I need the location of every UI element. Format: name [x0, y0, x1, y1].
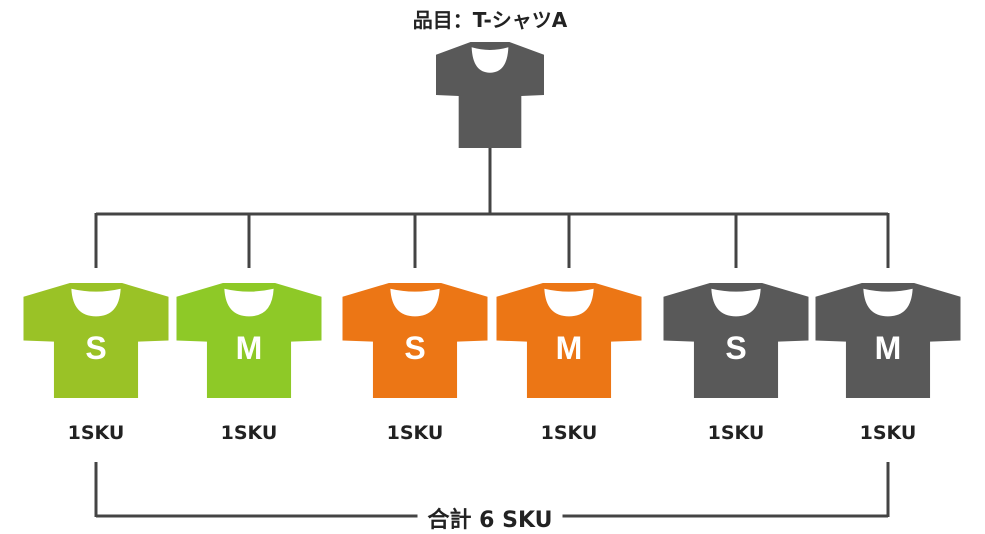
- variant-sku-label: 1SKU: [859, 422, 917, 444]
- tshirt-icon: [815, 283, 961, 398]
- tshirt-icon: [436, 42, 544, 148]
- tshirt-icon: [342, 283, 488, 398]
- tshirt-icon: [176, 283, 322, 398]
- tshirt-icon: [496, 283, 642, 398]
- size-label: M: [236, 330, 263, 366]
- size-label: S: [85, 330, 106, 366]
- tshirt-icon: [23, 283, 169, 398]
- variant-sku-label: 1SKU: [540, 422, 598, 444]
- variant-sku-label: 1SKU: [707, 422, 765, 444]
- size-label: S: [725, 330, 746, 366]
- size-label: S: [404, 330, 425, 366]
- item-title: 品目：T-シャツA: [412, 8, 568, 32]
- size-label: M: [556, 330, 583, 366]
- variant-sku-label: 1SKU: [67, 422, 125, 444]
- tshirt-icon: [663, 283, 809, 398]
- variant-sku-label: 1SKU: [386, 422, 444, 444]
- variant-sku-label: 1SKU: [220, 422, 278, 444]
- size-label: M: [875, 330, 902, 366]
- total-sku-label: 合計 6 SKU: [417, 502, 563, 534]
